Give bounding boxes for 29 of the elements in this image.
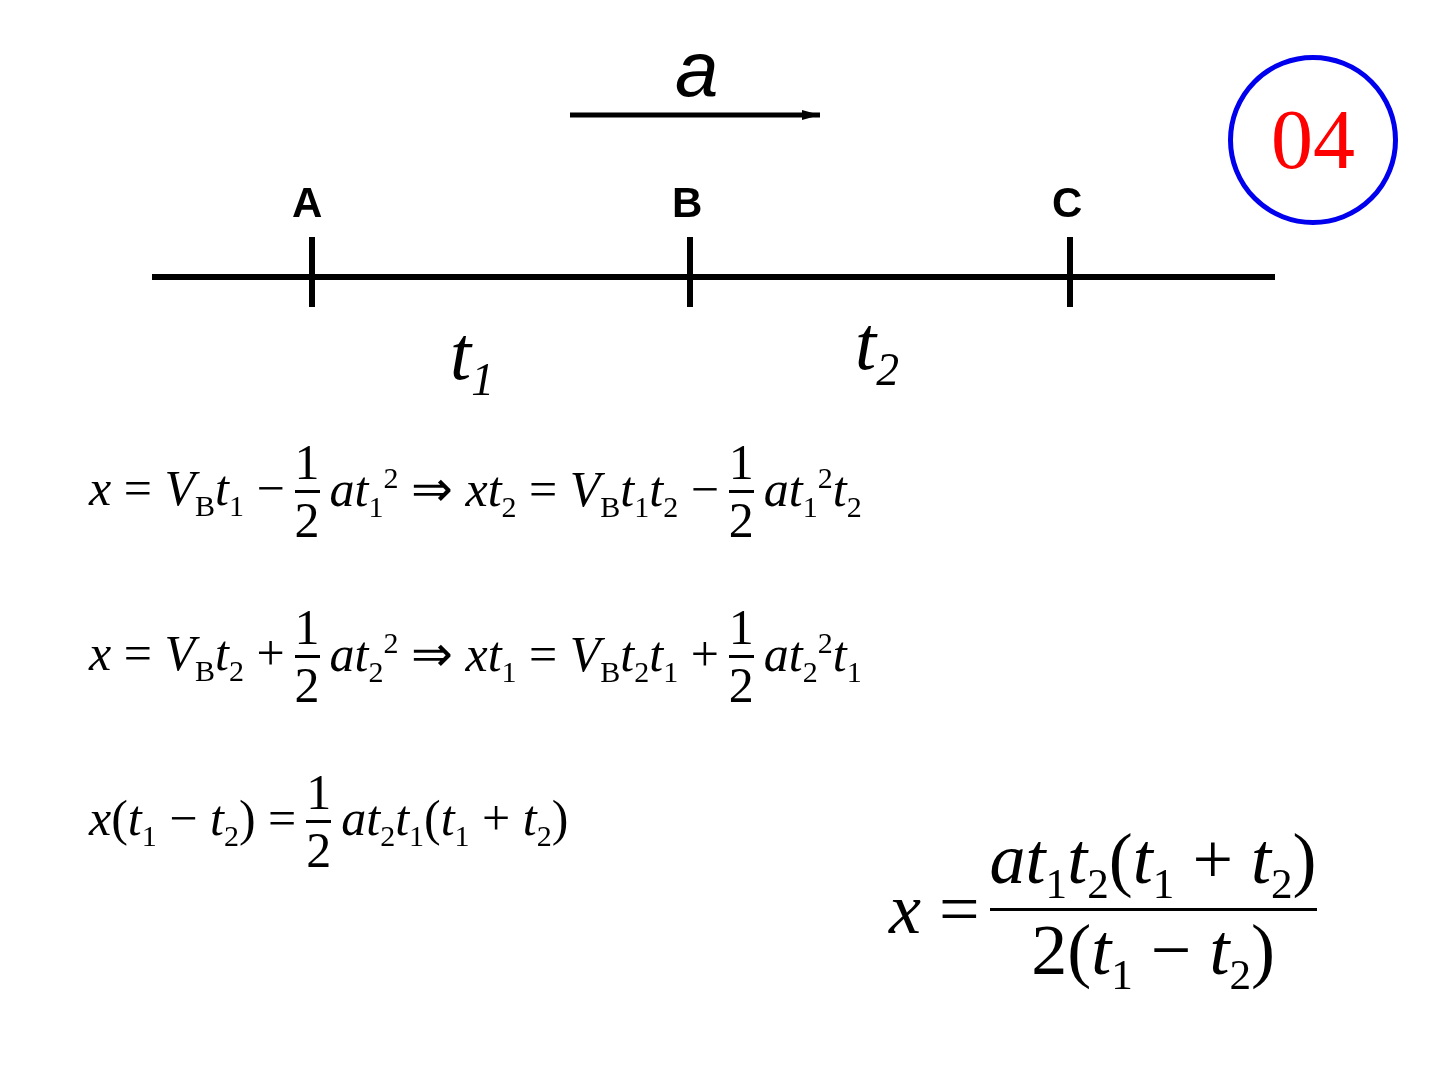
equation-text: at$_{2}$$^{2}$t$_{1}$ xyxy=(762,625,863,688)
fraction-digit: 1 xyxy=(728,600,754,655)
equation-text: at$_{1}$$^{2}$t$_{2}$ xyxy=(762,460,863,523)
equation-text: at$_{2}$t$_{1}$(t$_{1}$ + t$_{2}$) xyxy=(340,791,570,852)
fraction-digit: 2 xyxy=(306,823,332,878)
time-label: t$_{1}$ xyxy=(450,315,494,403)
time-label: t$_{2}$ xyxy=(855,305,899,393)
fraction-digit: 1 xyxy=(306,765,332,820)
acceleration-label: a xyxy=(675,30,719,108)
fraction-digit: 2 xyxy=(728,493,754,548)
fraction-numerator: at$_{1}$t$_{2}$(t$_{1}$ + t$_{2}$) xyxy=(989,820,1317,908)
fraction-digit: 1 xyxy=(294,435,320,490)
fraction-digit: 1 xyxy=(294,600,320,655)
fraction-digit: 2 xyxy=(294,493,320,548)
fraction-digit: 1 xyxy=(728,435,754,490)
circle-number: 04 xyxy=(1271,98,1355,182)
fraction-denominator: 2(t$_{1}$ − t$_{2}$) xyxy=(1031,910,1275,999)
point-label: A xyxy=(292,182,323,224)
equation-text: at$_{2}$$^{2}$ ⇒ xt$_{1}$ = V$_{B}$t$_{2}$t$_{1}$ + xyxy=(328,625,720,688)
equation-text: x(t$_{1}$ − t$_{2}$) = xyxy=(87,791,298,852)
equation-text: x = V$_{B}$t$_{1}$ − xyxy=(87,461,286,522)
equation-text: x = xyxy=(887,869,981,949)
fraction-digit: 2 xyxy=(294,658,320,713)
number-circle xyxy=(1228,55,1398,225)
fraction-digit: 2 xyxy=(728,658,754,713)
point-label: C xyxy=(1052,182,1083,224)
equation-text: x = V$_{B}$t$_{2}$ + xyxy=(87,626,286,687)
equation-text: at$_{1}$$^{2}$ ⇒ xt$_{2}$ = V$_{B}$t$_{1}$t$_{2}$ − xyxy=(328,460,720,523)
point-label: B xyxy=(672,182,703,224)
